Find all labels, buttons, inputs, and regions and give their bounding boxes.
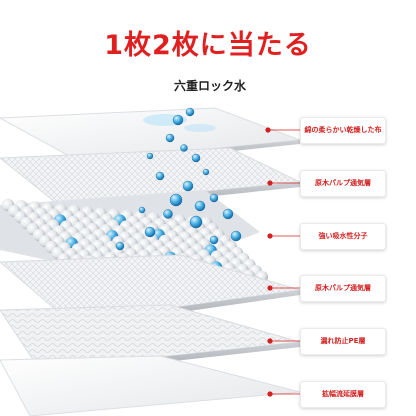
leader-lines <box>265 127 300 397</box>
page-title: 1枚2枚に当たる <box>104 30 312 61</box>
water-droplet-icon <box>169 193 183 207</box>
layer-label-1: 綿の柔らかい乾燥した布 <box>300 117 386 144</box>
layer-label-2: 原木パルプ通気層 <box>300 170 386 197</box>
layer-label-text: 拡幅流延膜層 <box>322 390 364 398</box>
water-droplet-icon <box>165 133 175 143</box>
water-droplet-icon <box>209 235 219 245</box>
water-droplet-icon <box>189 215 203 229</box>
layer-label-5: 漏れ防止PE層 <box>300 328 386 355</box>
water-droplet-icon <box>209 193 219 203</box>
water-droplet-icon <box>202 168 210 176</box>
marker-dot-icon <box>267 338 273 344</box>
layer-label-text: 綿の柔らかい乾燥した布 <box>304 126 382 134</box>
marker-dot-icon <box>267 180 273 186</box>
water-droplet-icon <box>182 180 194 192</box>
water-droplet-icon <box>230 230 242 242</box>
marker-dot-icon <box>265 127 271 133</box>
marker-dot-icon <box>267 285 273 291</box>
water-droplet-icon <box>138 206 146 214</box>
water-droplet-icon <box>222 208 234 220</box>
water-droplet-icon <box>191 153 201 163</box>
water-droplet-icon <box>185 107 195 117</box>
layer-label-text: 強い吸水性分子 <box>318 232 368 240</box>
layer-label-text: 漏れ防止PE層 <box>320 337 366 345</box>
water-droplet-icon <box>172 114 184 126</box>
water-droplet-icon <box>163 209 173 219</box>
layer-label-6: 拡幅流延膜層 <box>300 381 386 408</box>
water-droplet-icon <box>115 241 125 251</box>
layer-label-text: 原木パルプ通気層 <box>315 179 371 187</box>
marker-dot-icon <box>267 391 273 397</box>
water-droplet-icon <box>194 200 206 212</box>
water-droplet-icon <box>144 226 156 238</box>
water-droplet-icon <box>155 171 165 181</box>
layer-label-text: 原木パルプ通気層 <box>315 284 371 292</box>
layer-label-3: 強い吸水性分子 <box>300 223 386 250</box>
layer-label-4: 原木パルプ通気層 <box>300 275 386 302</box>
layer-film <box>0 355 301 416</box>
subtitle: 六重ロック水 <box>173 79 246 93</box>
water-droplet-icon <box>180 144 188 152</box>
water-droplet-icon <box>146 152 154 160</box>
marker-dot-icon <box>267 233 273 239</box>
